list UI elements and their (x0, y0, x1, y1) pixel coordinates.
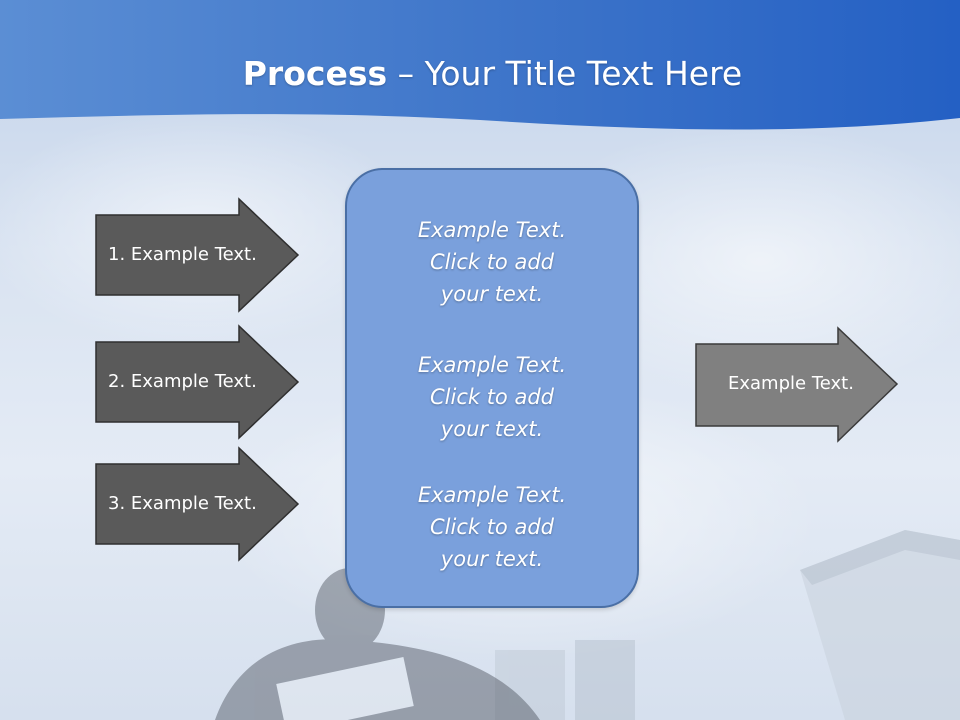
arrow-right-icon (95, 446, 300, 562)
text-block-3: Example Text. Click to add your text. (347, 479, 637, 575)
block-line: your text. (440, 417, 544, 441)
block-line: your text. (440, 282, 544, 306)
left-arrow-3[interactable]: 3. Example Text. (95, 446, 300, 562)
right-arrow[interactable]: Example Text. (695, 326, 900, 444)
text-block-1: Example Text. Click to add your text. (347, 214, 637, 310)
block-line: Click to add (429, 250, 554, 274)
block-line: your text. (440, 547, 544, 571)
arrow-right-icon (95, 197, 300, 313)
right-arrow-label: Example Text. (728, 373, 854, 394)
text-block-2: Example Text. Click to add your text. (347, 349, 637, 445)
block-line: Example Text. (417, 483, 567, 507)
title-rest: – Your Title Text Here (387, 54, 743, 93)
title-bold: Process (242, 54, 388, 93)
center-text-box[interactable]: Example Text. Click to add your text. Ex… (345, 168, 639, 608)
building-illustration (800, 530, 960, 720)
block-line: Click to add (429, 385, 554, 409)
block-line: Click to add (429, 515, 554, 539)
block-line: Example Text. (417, 218, 567, 242)
left-arrow-1[interactable]: 1. Example Text. (95, 197, 300, 313)
city-buildings (495, 640, 635, 720)
arrow-right-icon (95, 324, 300, 440)
left-arrow-label: 2. Example Text. (108, 371, 257, 392)
slide-title[interactable]: Process – Your Title Text Here (0, 52, 960, 96)
left-arrow-2[interactable]: 2. Example Text. (95, 324, 300, 440)
arrow-right-icon (695, 326, 899, 443)
left-arrow-label: 3. Example Text. (108, 493, 257, 514)
left-arrow-label: 1. Example Text. (108, 244, 257, 265)
block-line: Example Text. (417, 353, 567, 377)
